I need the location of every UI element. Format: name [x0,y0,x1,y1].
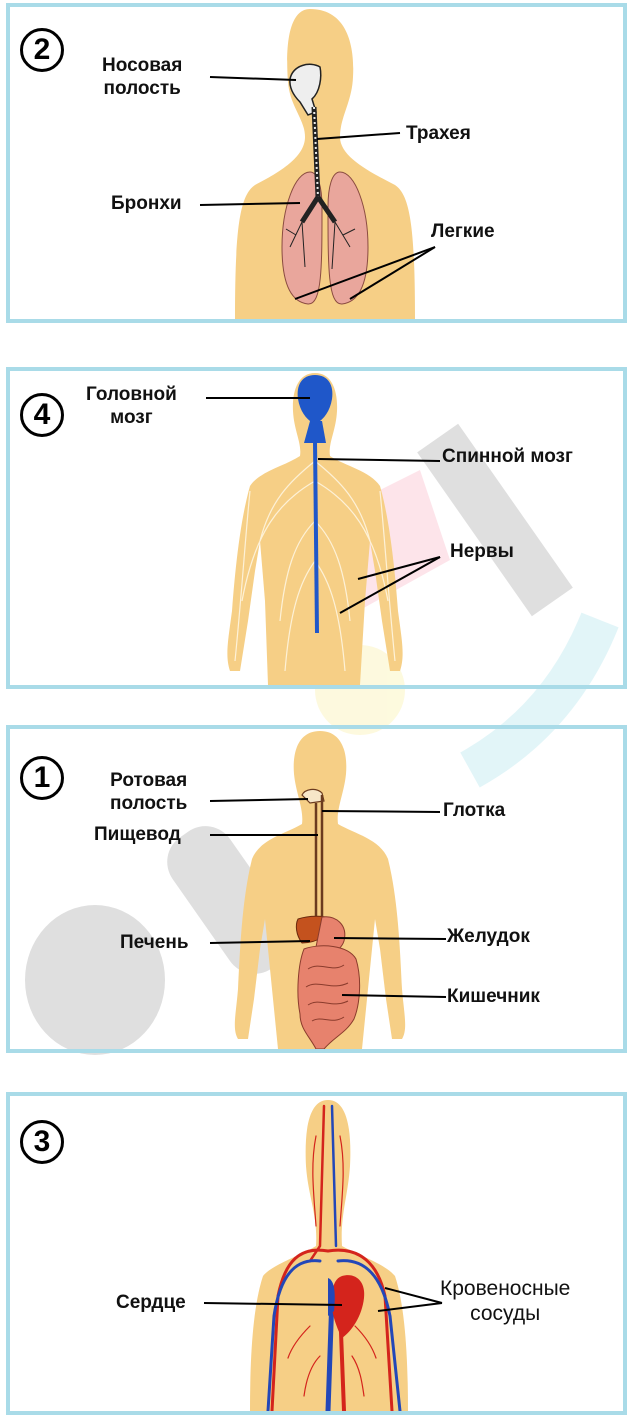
label-vessels-line1: Кровеносные [440,1277,571,1300]
label-trachea: Трахея [406,123,471,144]
spinal-cord-shape [313,440,319,634]
brain-shape [297,375,333,423]
nervous-figure [206,373,441,685]
intestine-shape [297,945,361,1049]
body-silhouette [235,9,415,319]
label-brain-line2: мозг [110,407,153,428]
label-vessels: Кровеносные сосуды [440,1276,570,1326]
panel-number: 4 [20,393,64,437]
label-pharynx: Глотка [443,800,506,821]
digestive-figure [209,731,447,1049]
label-stomach: Желудок [447,926,530,947]
brainstem-shape [304,421,326,443]
label-brain-line1: Головной [86,384,177,405]
panel-respiratory: 2 Носовая полость Трахея Бронхи Легкие [6,3,627,323]
heart-vessels [328,1278,335,1316]
label-nerves: Нервы [450,541,514,562]
intestine-coils [305,964,349,1022]
label-liver: Печень [120,932,189,953]
label-nasal-cavity-line2: полость [103,78,181,99]
respiratory-leader-lines [199,76,436,300]
panel-digestive: 1 Ротовая полость Глотка Пищевод Печень … [6,725,627,1053]
label-heart: Сердце [116,1292,186,1313]
bronchi-branches [285,221,356,270]
label-intestine: Кишечник [447,986,540,1007]
esophagus-shape [314,795,324,919]
nasal-cavity-shape [289,63,322,116]
label-spinal-cord: Спинной мозг [442,446,573,467]
nerve-network [234,460,396,672]
label-vessels-line2: сосуды [470,1302,541,1325]
trachea-rings [313,106,319,198]
nervous-leader-lines [206,397,441,614]
circulatory-leader-lines [203,1287,443,1312]
label-nasal-cavity: Носовая полость [102,54,182,100]
lung-right [327,171,369,305]
label-brain: Головной мозг [86,383,177,429]
label-nasal-cavity-line1: Носовая [102,55,183,76]
respiratory-figure [199,9,436,319]
label-mouth-line2: полость [110,793,188,814]
digestive-leader-lines [209,798,447,998]
heart-shape [331,1275,365,1338]
panel-number: 1 [20,756,64,800]
panel-number: 3 [20,1120,64,1164]
panel-circulatory: 3 Сердце Кровеносные сосуды [6,1092,627,1415]
body-silhouette [250,1100,408,1411]
circulatory-figure [203,1100,443,1411]
label-mouth-line1: Ротовая [110,770,188,791]
label-lungs: Легкие [431,221,495,242]
panel-nervous: 4 Головной мозг Спинной мозг Нервы [6,367,627,689]
panel-number: 2 [20,28,64,72]
body-silhouette [234,731,406,1049]
label-esophagus: Пищевод [94,824,181,845]
label-mouth: Ротовая полость [110,769,187,815]
label-bronchi: Бронхи [111,193,182,214]
